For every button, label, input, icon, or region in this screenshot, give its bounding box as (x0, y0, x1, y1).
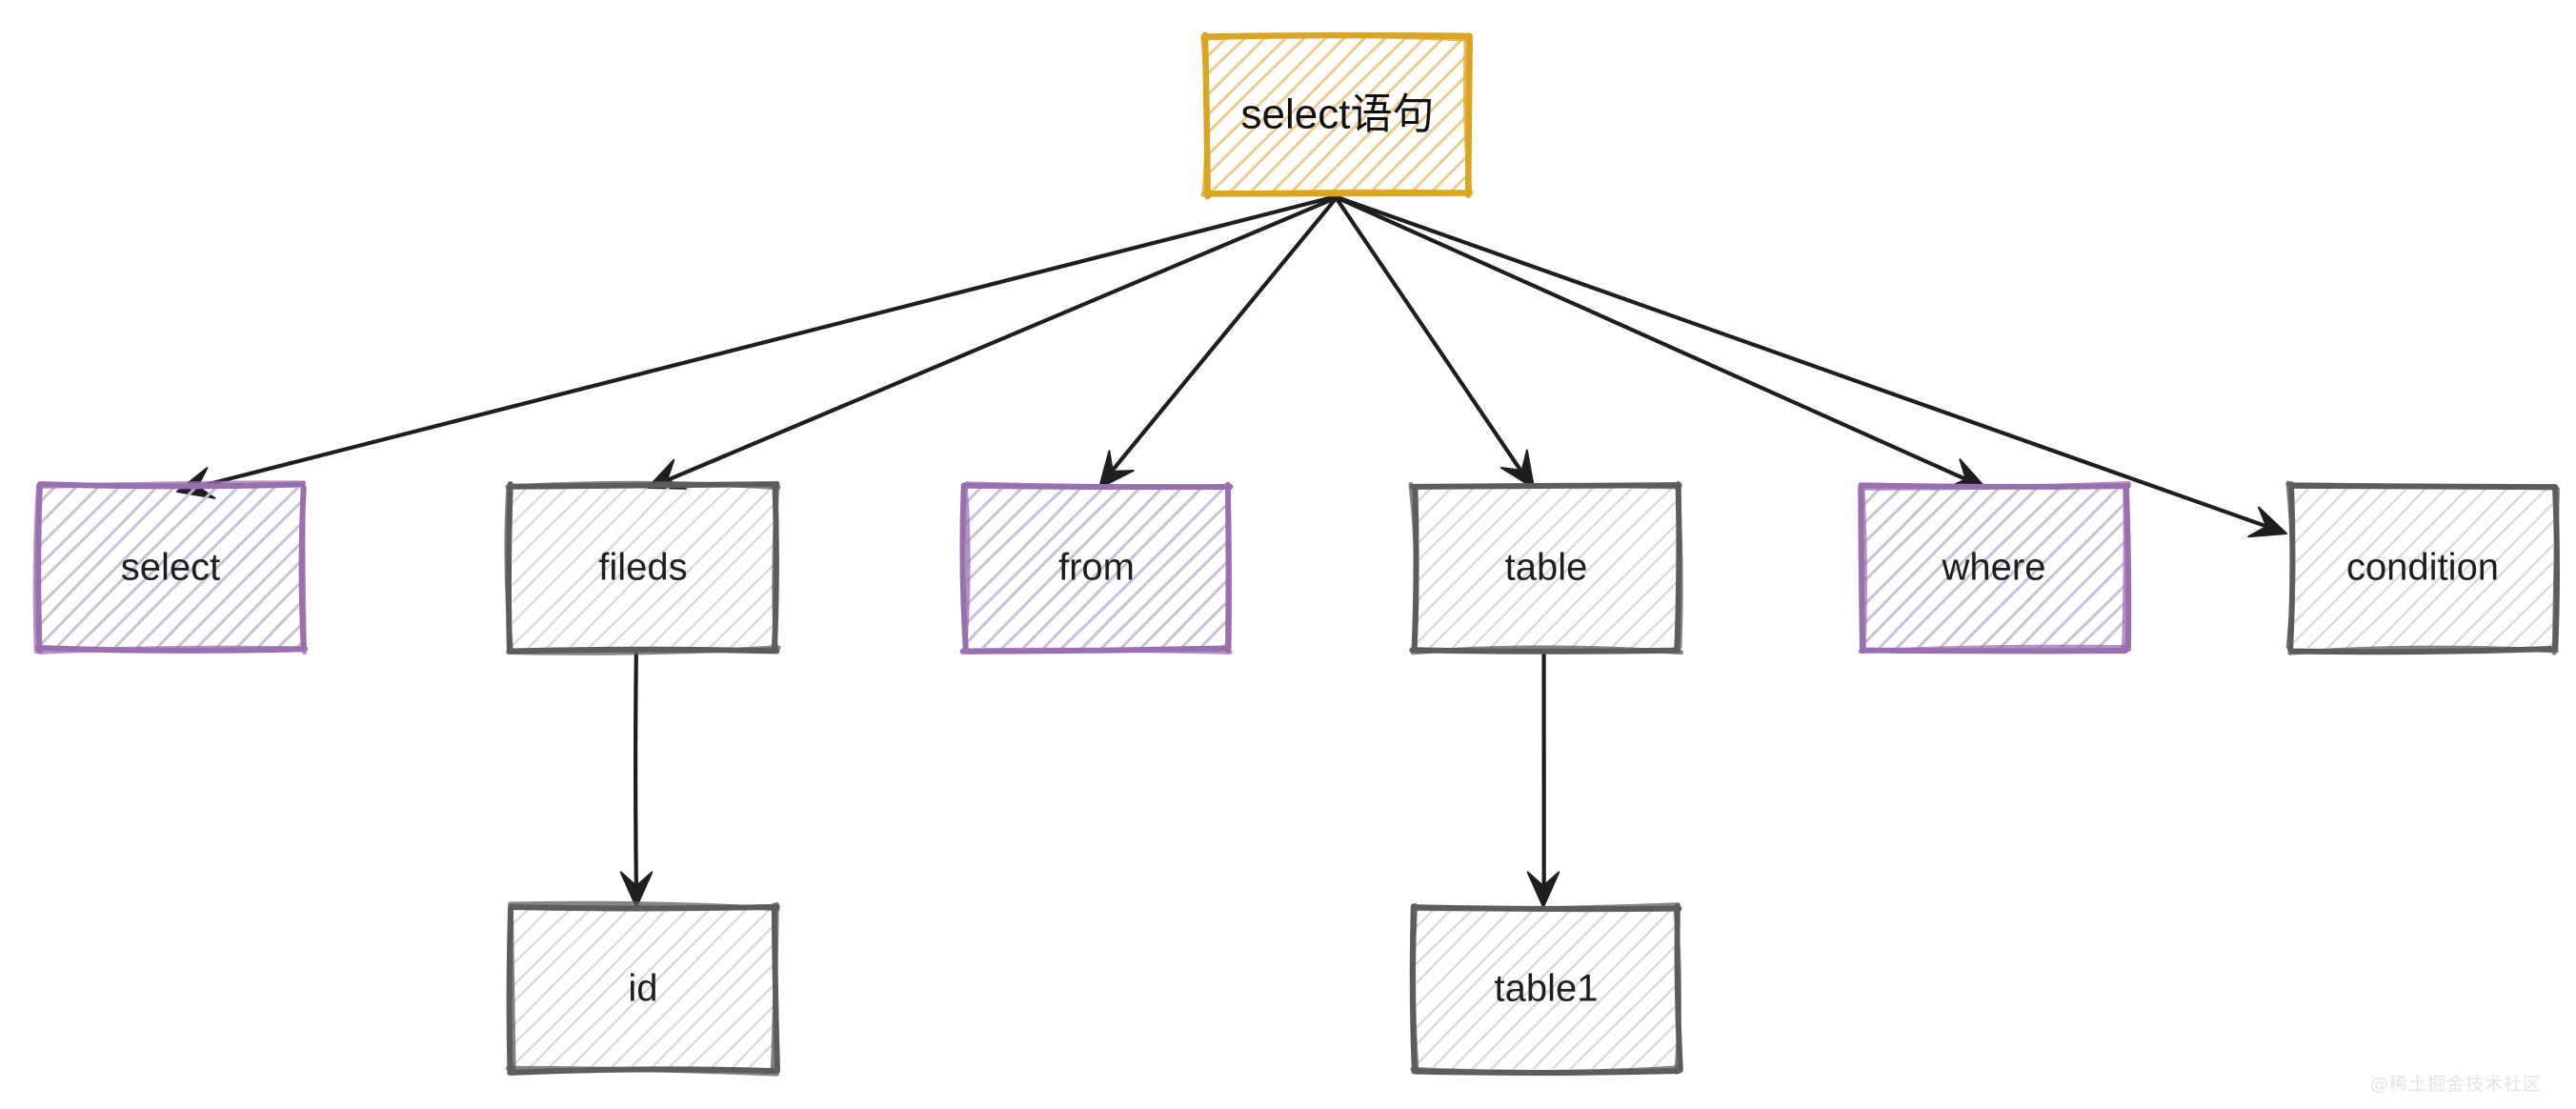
node-hatch (1208, 38, 1467, 192)
node-hatch (513, 488, 774, 648)
node-outline (959, 481, 1234, 655)
edge-shaft (651, 195, 1338, 489)
edge-shaft (1333, 194, 1982, 488)
node-id[interactable]: id (347, 900, 1091, 1077)
node-hatch (1863, 488, 2124, 648)
node-outline (505, 900, 780, 1077)
watermark: @稀土掘金技术社区 (2369, 1074, 2542, 1095)
node-outline (2285, 480, 2560, 655)
node-outline (504, 480, 781, 655)
node-hatch (513, 909, 774, 1069)
node-table[interactable]: table (1249, 481, 1995, 655)
node-outline (1200, 31, 1474, 200)
node-condition[interactable]: condition (2127, 480, 2576, 655)
edge-root-from (1098, 195, 1338, 489)
edge-shaft (180, 194, 1338, 494)
edge-table-table1 (1526, 649, 1560, 908)
edge-root-condition (1334, 194, 2287, 538)
node-outline (32, 480, 309, 655)
edges-layer (176, 194, 2287, 908)
edge-shaft (1334, 195, 1532, 486)
edge-shaft (633, 649, 639, 903)
edge-root-fileds (647, 195, 1338, 490)
node-hatch (1416, 909, 1677, 1069)
edge-root-table (1334, 195, 1535, 489)
edge-shaft (1099, 195, 1338, 485)
edge-fileds-id (619, 649, 654, 908)
edge-arrowhead (619, 871, 654, 908)
edge-arrowhead (1526, 871, 1560, 908)
node-table1[interactable]: table1 (1249, 902, 1994, 1076)
node-outline (1409, 902, 1683, 1076)
node-hatch (40, 488, 301, 648)
edge-arrowhead (1499, 449, 1535, 489)
node-select[interactable]: select (0, 480, 617, 655)
edge-root-select (176, 194, 1338, 499)
edge-arrowhead (1098, 450, 1135, 489)
node-hatch (966, 488, 1227, 648)
edge-arrowhead (2247, 506, 2287, 538)
node-hatch (2292, 488, 2553, 648)
node-root[interactable]: select语句 (1049, 31, 1766, 200)
edge-shaft (1334, 194, 2284, 534)
node-outline (1858, 481, 2132, 655)
node-hatch (1416, 488, 1677, 648)
node-outline (1408, 481, 1684, 655)
